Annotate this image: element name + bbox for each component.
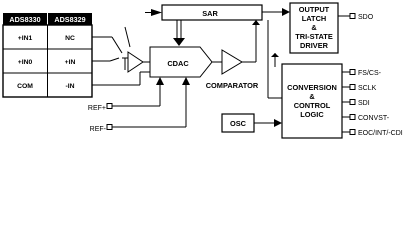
pin-in0-label: +IN0 [18,59,33,66]
pin-plus-in-label: +IN [65,59,76,66]
fs-cs-label: FS/CS- [358,70,382,77]
conversion-logic-line-2: & [309,92,315,101]
output-latch-line-1: OUTPUT [299,5,330,14]
control-signals: FS/CS- SCLK SDI CONVST- EOC/INT/-CDI [342,69,403,137]
convst-label: CONVST- [358,115,390,122]
header-cell-ads8330 [3,13,47,25]
cdac-label: CDAC [167,59,189,68]
sclk-pin [349,84,356,90]
sdi-label: SDI [358,100,370,107]
pin-in1-label: +IN1 [18,35,33,42]
conversion-logic-block [281,63,343,139]
osc-label: OSC [230,119,247,128]
conversion-logic-line-3: CONTROL [294,101,331,110]
output-latch-block [289,2,339,54]
pin-nc-label: NC [65,35,75,42]
header-ads8329: ADS8329 [54,15,85,24]
sar-label: SAR [202,9,218,18]
ref-minus-pin [106,124,113,130]
pin-com-label: COM [17,83,33,90]
output-latch-line-2: LATCH [302,14,327,23]
header-ads8330: ADS8330 [9,15,40,24]
reference-inputs: REF+ REF- [88,77,190,133]
pin-minus-in-label: -IN [65,83,74,90]
conversion-logic-line-1: CONVERSION [287,83,337,92]
comparator-triangle [221,49,243,75]
ref-plus-label: REF+ [88,105,106,112]
input-mux [92,26,150,86]
comparator-label: COMPARATOR [206,81,259,90]
sclk-label: SCLK [358,85,377,92]
adc-block-diagram: ADS8330 ADS8329 +IN1 NC +IN0 +IN COM -IN… [2,2,403,139]
eoc-int-cdi-label: EOC/INT/-CDI [358,130,403,137]
convst-pin [349,114,356,120]
eoc-int-cdi-pin [349,129,356,135]
header-cell-ads8329 [48,13,92,25]
fs-cs-pin [349,69,356,75]
output-latch-line-5: DRIVER [300,41,329,50]
input-buffer-triangle [127,51,144,73]
conversion-logic-line-4: LOGIC [300,110,324,119]
ref-plus-pin [106,103,113,109]
sdi-pin [349,99,356,105]
sdo-pin [349,13,356,19]
output-latch-line-3: & [311,23,317,32]
pin-table: ADS8330 ADS8329 +IN1 NC +IN0 +IN COM -IN [2,13,93,98]
ref-minus-label: REF- [90,126,107,133]
sdo-label: SDO [358,14,374,21]
cdac-block [149,46,213,78]
output-latch-line-4: TRI-STATE [295,32,333,41]
